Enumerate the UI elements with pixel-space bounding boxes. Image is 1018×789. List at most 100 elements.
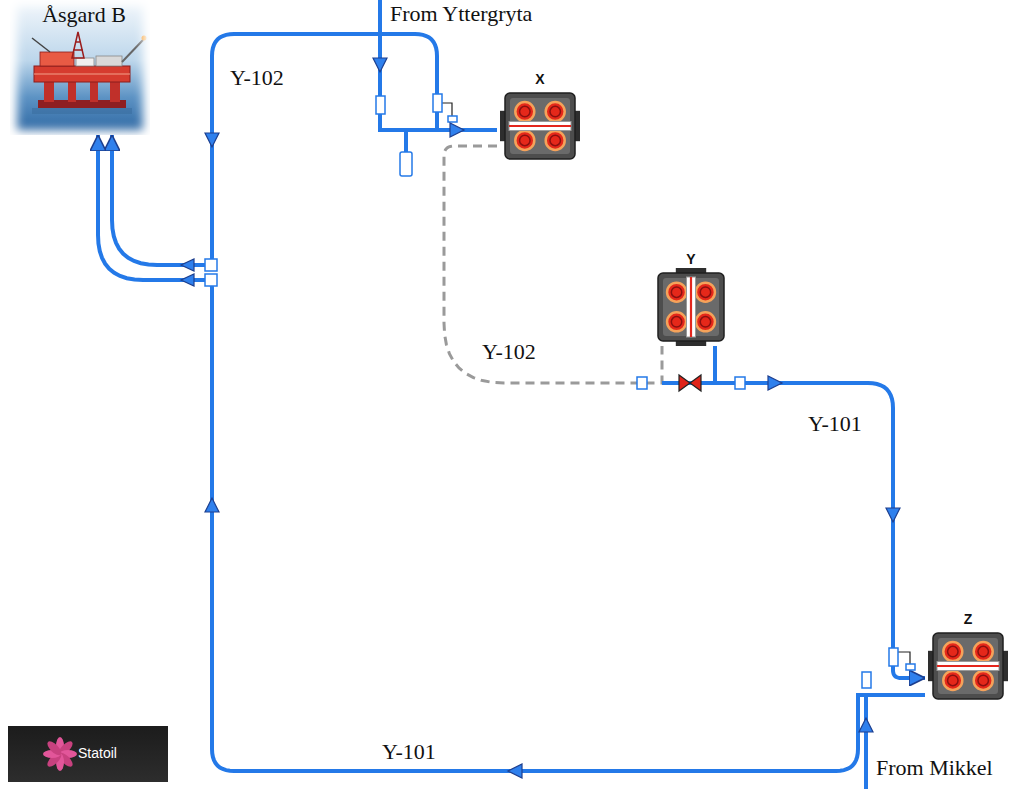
- connector-hub: [889, 648, 898, 666]
- well-slot: [696, 283, 715, 302]
- water-reflection: [32, 108, 132, 114]
- flow-arrow: [205, 498, 219, 512]
- connector-hub: [433, 94, 442, 112]
- control-line: [442, 103, 452, 116]
- flare-boom: [122, 40, 143, 62]
- subsea-template: X: [497, 70, 583, 164]
- well-slot-ring: [700, 317, 710, 327]
- flow-arrow: [181, 274, 194, 286]
- well-slot: [667, 283, 686, 302]
- logo-petal: [45, 739, 63, 757]
- deck-line: [34, 74, 130, 75]
- flow-arrows: [181, 58, 900, 778]
- template-deck: [938, 638, 998, 694]
- module: [96, 56, 122, 66]
- valve-symbol: [679, 375, 701, 391]
- pipeline-label: Y-101: [380, 740, 438, 764]
- template-deck: [510, 98, 570, 154]
- well-slot-ring: [550, 106, 560, 116]
- well-slot: [974, 642, 993, 661]
- flow-arrow: [373, 58, 387, 72]
- pipeline: [112, 34, 497, 265]
- well-slot: [515, 131, 534, 150]
- well-slot: [515, 102, 534, 121]
- flow-arrow: [508, 764, 522, 778]
- sensor-symbol: [906, 664, 915, 670]
- manifold-header: [509, 122, 571, 131]
- pipe-group: [380, 0, 866, 789]
- flow-arrow: [450, 123, 464, 137]
- valve-half: [679, 375, 690, 391]
- pipeline-label: Y-102: [228, 66, 286, 90]
- flow-arrow: [859, 718, 873, 732]
- template-deck: [663, 278, 719, 336]
- well-slot-ring: [978, 646, 988, 656]
- crane: [32, 38, 50, 52]
- template-frame: [658, 273, 724, 341]
- template-frame: [933, 633, 1003, 699]
- pipeline-label: Y-102: [480, 340, 538, 364]
- source-label: From Yttergryta: [390, 2, 532, 26]
- template-label: X: [497, 70, 583, 88]
- column: [110, 80, 120, 102]
- manifold-header: [937, 662, 999, 671]
- module: [40, 52, 74, 66]
- well-slot: [696, 312, 715, 331]
- well-slot: [943, 671, 962, 690]
- template-name: Y: [650, 250, 732, 268]
- well-slot: [546, 102, 565, 121]
- valve-half: [690, 375, 701, 391]
- deck: [34, 66, 130, 82]
- template-symbol: [928, 628, 1008, 704]
- flow-arrow: [768, 376, 782, 390]
- platform-name: Åsgard B: [10, 3, 158, 27]
- well-slot-ring: [700, 287, 710, 297]
- well-slot-ring: [520, 106, 530, 116]
- manifold-header: [687, 277, 696, 337]
- column: [90, 80, 98, 102]
- flow-arrow: [886, 508, 900, 522]
- pig-launcher: [400, 152, 412, 176]
- template-frame: [505, 93, 575, 159]
- control-lines: [442, 103, 910, 664]
- template-label: Y: [650, 250, 732, 268]
- connector-hub: [637, 377, 647, 389]
- connector-hub: [376, 96, 385, 114]
- well-slot-ring: [671, 287, 681, 297]
- subsea-template: Z: [925, 610, 1011, 704]
- well-slot: [667, 312, 686, 331]
- well-slot-ring: [520, 135, 530, 145]
- riser-hub: [205, 274, 217, 286]
- template-symbol: [653, 268, 729, 346]
- well-slot-ring: [671, 317, 681, 327]
- logo-text: Statoil: [78, 746, 160, 761]
- well-slot: [974, 671, 993, 690]
- flow-arrow: [181, 259, 194, 271]
- planned-pipeline: [444, 146, 662, 383]
- connector-hub: [862, 672, 871, 688]
- template-label: Z: [925, 610, 1011, 628]
- manifold-pipe: [509, 125, 571, 127]
- module: [76, 58, 94, 66]
- template-symbol: [500, 88, 580, 164]
- pipeline: [715, 346, 925, 678]
- derrick: [72, 32, 84, 58]
- company-logo: Statoil: [8, 726, 168, 782]
- manifold-parts: [205, 94, 915, 688]
- template-name: Z: [925, 610, 1011, 628]
- source-label: From Mikkel: [876, 756, 993, 780]
- column: [44, 80, 54, 102]
- well-slot: [943, 642, 962, 661]
- well-slot: [546, 131, 565, 150]
- logo-star: [40, 734, 80, 774]
- well-slot-ring: [948, 675, 958, 685]
- well-slot-ring: [978, 675, 988, 685]
- manifold-pipe: [937, 665, 999, 667]
- manifold-pipe: [690, 277, 692, 337]
- flare: [142, 36, 147, 41]
- subsea-template: Y: [650, 250, 732, 346]
- spool-pipe: [404, 130, 408, 152]
- column: [68, 80, 76, 102]
